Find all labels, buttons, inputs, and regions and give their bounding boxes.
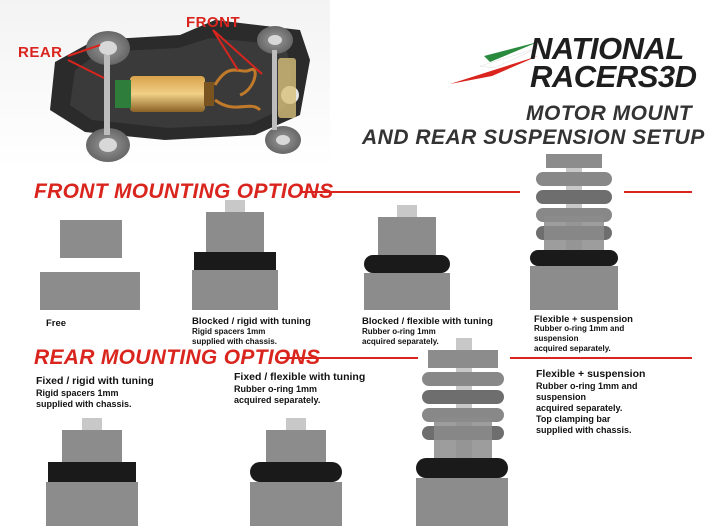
front-option-flexible-diagram: [364, 205, 450, 310]
rear-option-1-desc1: Rigid spacers 1mm: [36, 388, 119, 398]
rear-option-3-title: Flexible + suspension: [536, 368, 646, 380]
rear-option-suspension-diagram: [416, 338, 508, 526]
front-option-3-desc1: Rubber o-ring 1mm: [362, 327, 436, 336]
front-option-2-desc2: supplied with chassis.: [192, 337, 277, 346]
logo-racers: RACERS: [530, 59, 658, 94]
front-divider-line: [300, 191, 520, 193]
rear-option-3-desc1: Rubber o-ring 1mm and: [536, 381, 638, 391]
front-photo-label: FRONT: [186, 14, 241, 31]
rear-divider-line-right: [510, 357, 692, 359]
chassis-photo: [0, 0, 330, 170]
front-option-2-title: Blocked / rigid with tuning: [192, 316, 311, 327]
front-option-4-desc2: suspension: [534, 334, 579, 343]
rear-option-1-desc2: supplied with chassis.: [36, 399, 132, 409]
front-option-suspension-diagram: [528, 154, 620, 310]
front-option-4-desc1: Rubber o-ring 1mm and: [534, 324, 625, 333]
logo-3d: 3D: [657, 59, 697, 94]
rear-option-3-desc5: supplied with chassis.: [536, 425, 632, 435]
heading-line2: AND REAR SUSPENSION SETUP: [362, 126, 705, 149]
rear-divider-line: [280, 357, 418, 359]
rear-option-3-desc3: acquired separately.: [536, 403, 623, 413]
logo-stripes-icon: [450, 42, 539, 84]
rear-option-2-title: Fixed / flexible with tuning: [234, 371, 366, 383]
rear-option-1-title: Fixed / rigid with tuning: [36, 375, 154, 387]
brand-logo: NATIONAL RACERS3D: [450, 31, 697, 94]
front-option-3-title: Blocked / flexible with tuning: [362, 316, 493, 327]
rear-option-rigid-diagram: [46, 418, 138, 526]
rear-photo-label: REAR: [18, 44, 63, 61]
front-option-4-desc3: acquired separately.: [534, 344, 611, 353]
logo-line2: RACERS3D: [530, 59, 697, 94]
rear-option-3-desc2: suspension: [536, 392, 587, 402]
front-divider-line-right: [624, 191, 692, 193]
rear-option-3-desc4: Top clamping bar: [536, 414, 611, 424]
logo-line1: NATIONAL: [530, 31, 684, 66]
front-option-free-diagram: [40, 210, 140, 310]
front-section-title: FRONT MOUNTING OPTIONS: [34, 180, 334, 203]
rear-section-title: REAR MOUNTING OPTIONS: [34, 346, 321, 369]
front-option-rigid-diagram: [192, 200, 278, 310]
front-option-2-desc1: Rigid spacers 1mm: [192, 327, 266, 336]
rear-option-2-desc1: Rubber o-ring 1mm: [234, 384, 318, 394]
heading-line1: MOTOR MOUNT: [526, 102, 693, 125]
front-option-3-desc2: acquired separately.: [362, 337, 439, 346]
rear-option-flexible-diagram: [250, 418, 342, 526]
front-option-1-title: Free: [46, 318, 67, 329]
front-option-4-title: Flexible + suspension: [534, 314, 633, 325]
rear-option-2-desc2: acquired separately.: [234, 395, 321, 405]
